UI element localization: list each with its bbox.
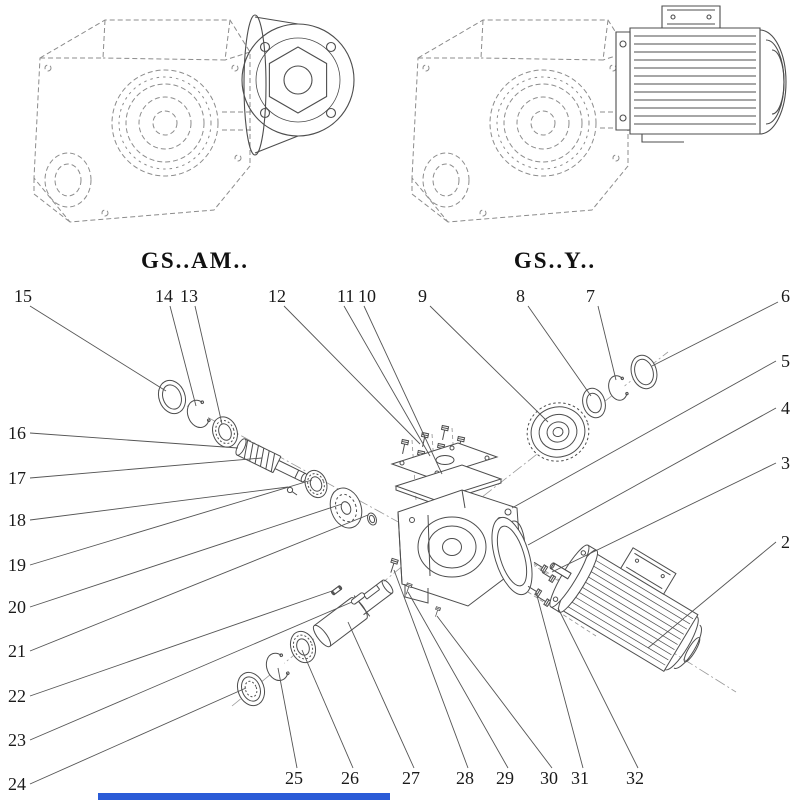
callout-25: 25 bbox=[285, 768, 303, 788]
callout-21: 21 bbox=[8, 641, 26, 661]
callout-24: 24 bbox=[8, 774, 26, 794]
part-key-23 bbox=[350, 592, 366, 605]
callout-18: 18 bbox=[8, 510, 26, 530]
part-seal-15 bbox=[157, 379, 187, 415]
callout-30: 30 bbox=[540, 768, 558, 788]
part-flange-gasket-4 bbox=[491, 516, 533, 596]
part-motor-2 bbox=[549, 544, 702, 672]
part-cover-11 bbox=[390, 442, 499, 479]
part-ring-6 bbox=[630, 354, 658, 390]
part-output-shaft-27 bbox=[312, 579, 394, 648]
part-seal-24 bbox=[236, 671, 266, 707]
callout-8: 8 bbox=[516, 286, 525, 306]
part-disc-20 bbox=[329, 487, 363, 529]
part-circlip-7 bbox=[608, 375, 629, 401]
part-screw-30 bbox=[433, 606, 441, 618]
callout-20: 20 bbox=[8, 597, 26, 617]
callout-29: 29 bbox=[496, 768, 514, 788]
part-gear-9 bbox=[526, 402, 590, 462]
callout-3: 3 bbox=[781, 453, 790, 473]
part-bearing-19 bbox=[304, 469, 328, 499]
callout-11: 11 bbox=[337, 286, 355, 306]
callout-23: 23 bbox=[8, 730, 26, 750]
part-worm-shaft-17 bbox=[235, 438, 308, 483]
part-circlip-25 bbox=[265, 652, 290, 682]
callout-4: 4 bbox=[781, 398, 790, 418]
callout-5: 5 bbox=[781, 351, 790, 371]
part-bearing-26 bbox=[289, 630, 317, 664]
output-flange-drawing bbox=[241, 14, 355, 156]
leader-lines bbox=[29, 301, 779, 785]
part-circlip-14 bbox=[186, 399, 211, 429]
exploded-parts bbox=[157, 354, 702, 707]
callout-19: 19 bbox=[8, 555, 26, 575]
model-title-left: GS..AM.. bbox=[141, 248, 249, 273]
callout-32: 32 bbox=[626, 768, 644, 788]
callout-28: 28 bbox=[456, 768, 474, 788]
footer-bar bbox=[98, 793, 390, 800]
part-pin-18 bbox=[286, 486, 298, 496]
callout-13: 13 bbox=[180, 286, 198, 306]
callout-15: 15 bbox=[14, 286, 32, 306]
callout-6: 6 bbox=[781, 286, 790, 306]
callout-16: 16 bbox=[8, 423, 26, 443]
callout-9: 9 bbox=[418, 286, 427, 306]
model-title-right: GS..Y.. bbox=[513, 248, 597, 273]
part-pin-22 bbox=[331, 585, 343, 596]
part-washer-8 bbox=[582, 387, 606, 419]
motor-drawing bbox=[615, 5, 787, 143]
callout-26: 26 bbox=[341, 768, 359, 788]
callout-2: 2 bbox=[781, 532, 790, 552]
part-oring-21 bbox=[367, 512, 377, 526]
callout-7: 7 bbox=[586, 286, 595, 306]
callout-14: 14 bbox=[155, 286, 173, 306]
callout-17: 17 bbox=[8, 468, 26, 488]
callout-22: 22 bbox=[8, 686, 26, 706]
gearbox-gs-am-hidden-lines bbox=[33, 19, 252, 223]
gearbox-gs-y-hidden-lines bbox=[411, 19, 629, 223]
callout-31: 31 bbox=[571, 768, 589, 788]
callout-10: 10 bbox=[358, 286, 376, 306]
callout-12: 12 bbox=[268, 286, 286, 306]
part-bearing-13 bbox=[212, 416, 238, 448]
callout-27: 27 bbox=[402, 768, 420, 788]
